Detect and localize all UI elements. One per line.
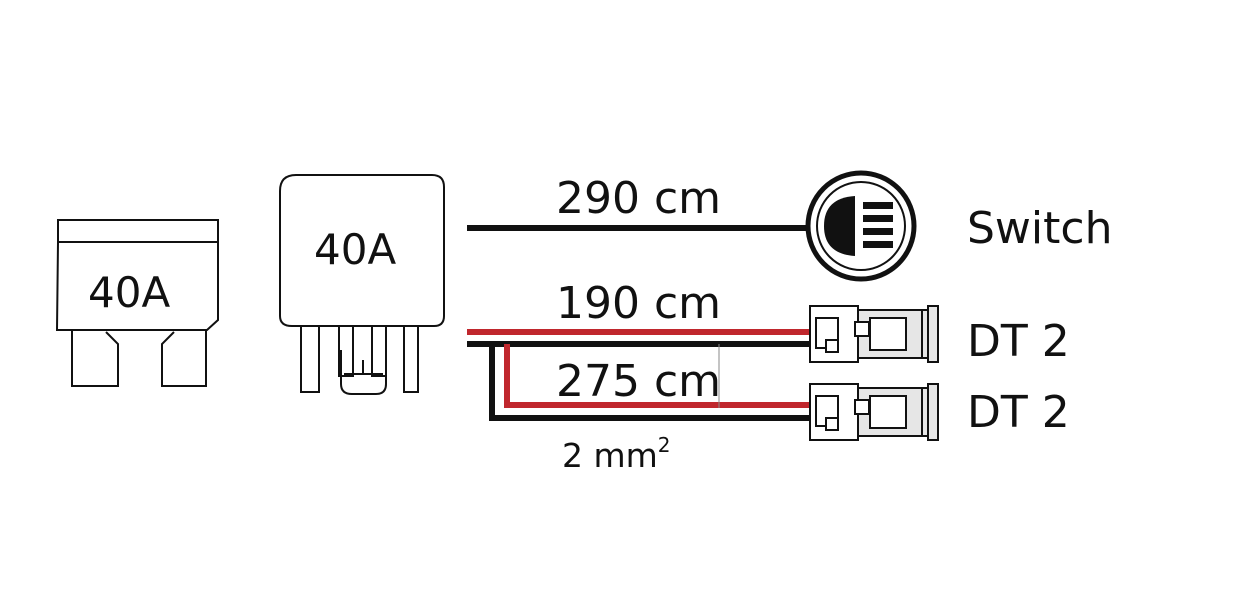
dt2-wire-bundle <box>467 329 812 421</box>
dt-connector-icon <box>809 383 939 441</box>
dt2-top-wire-length: 190 cm <box>556 278 721 329</box>
headlight-icon <box>805 170 917 282</box>
relay <box>279 174 445 395</box>
relay-rating: 40A <box>314 225 396 274</box>
dt2-top-label: DT 2 <box>967 316 1070 367</box>
dt2-bottom-label: DT 2 <box>967 387 1070 438</box>
dt2-bottom-wire-length: 275 cm <box>556 356 721 407</box>
fuse-rating: 40A <box>88 268 170 317</box>
blade-fuse <box>55 219 219 387</box>
switch-wire-length: 290 cm <box>556 173 721 224</box>
switch-label: Switch <box>967 203 1112 254</box>
dt-connector-icon <box>809 305 939 363</box>
cross-section-exponent: 2 <box>658 433 671 457</box>
wire-cross-section: 2 mm2 <box>562 433 671 475</box>
